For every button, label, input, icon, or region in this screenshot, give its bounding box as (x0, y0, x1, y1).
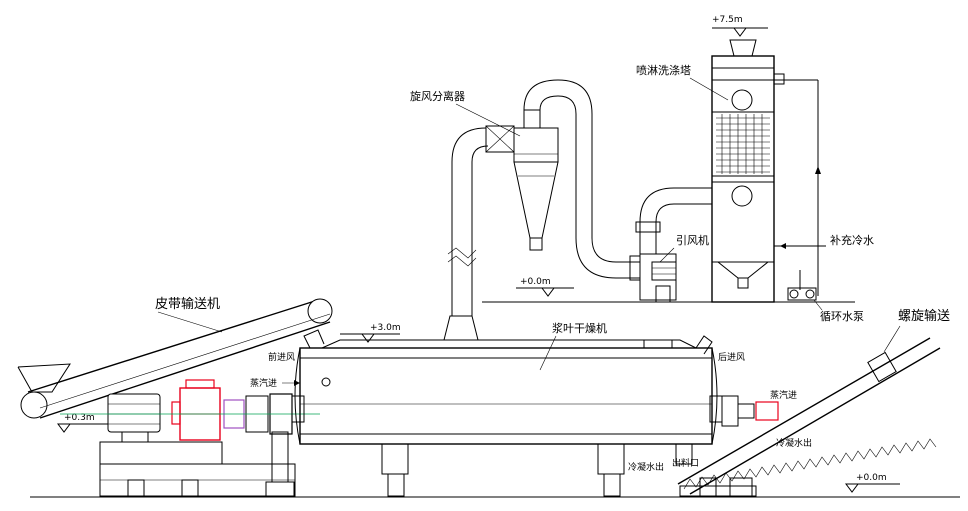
circ-pump-label: 循环水泵 (820, 310, 864, 323)
dryer-leader (539, 335, 557, 371)
level-marker-ground-right (845, 483, 900, 493)
cyclone-leader (455, 103, 521, 137)
screw-conveyor-label: 螺旋输送 (898, 308, 950, 324)
level-ground-left: +0.0m (520, 277, 551, 287)
steam-in-left-label: 蒸汽进 (250, 377, 277, 389)
belt-conveyor (17, 298, 333, 419)
cooling-water-out-label: 冷凝水出 (628, 461, 664, 473)
gearbox (171, 379, 221, 441)
fan-leader (659, 247, 675, 263)
scrubber-tower (711, 39, 786, 303)
dryer-label: 浆叶干燥机 (552, 321, 607, 335)
right-bearing (721, 395, 779, 427)
outlet-label: 出料口 (672, 457, 699, 469)
cyclone-separator (447, 79, 640, 316)
level-marker-top (712, 27, 768, 37)
induced-draft-fan (629, 187, 712, 303)
level-ground-right: +0.0m (856, 473, 887, 483)
rear-air-inlet (695, 335, 713, 355)
level-belt-left: +0.3m (64, 413, 95, 423)
level-mid: +3.0m (370, 323, 401, 333)
screw-leader (883, 325, 901, 353)
motor (107, 393, 161, 443)
level-top: +7.5m (712, 15, 743, 25)
paddle-dryer (291, 339, 723, 497)
front-air-inlet (303, 329, 325, 349)
screw-conveyor (677, 337, 941, 497)
cyclone-label: 旋风分离器 (410, 89, 465, 103)
steam-in-left-arrowhead (294, 380, 300, 386)
level-marker-mid (340, 333, 400, 343)
front-air-label: 前进风 (268, 351, 295, 363)
level-marker-belt (57, 423, 112, 433)
drive-base (99, 441, 296, 497)
steam-in-right-label: 蒸汽进 (770, 389, 797, 401)
level-marker-ground-left (516, 287, 574, 297)
makeup-water-line (774, 79, 826, 296)
cooling-water-out-right-label: 冷凝水出 (776, 437, 812, 449)
fan-label: 引风机 (676, 233, 709, 247)
rear-air-label: 后进风 (718, 352, 745, 363)
scrubber-label: 喷淋洗涤塔 (636, 63, 691, 77)
bearing-support-left (265, 431, 295, 497)
makeup-water-label: 补充冷水 (830, 233, 874, 247)
scrubber-leader (689, 77, 729, 101)
circulation-pump (787, 287, 823, 311)
belt-conveyor-label: 皮带输送机 (155, 296, 220, 312)
